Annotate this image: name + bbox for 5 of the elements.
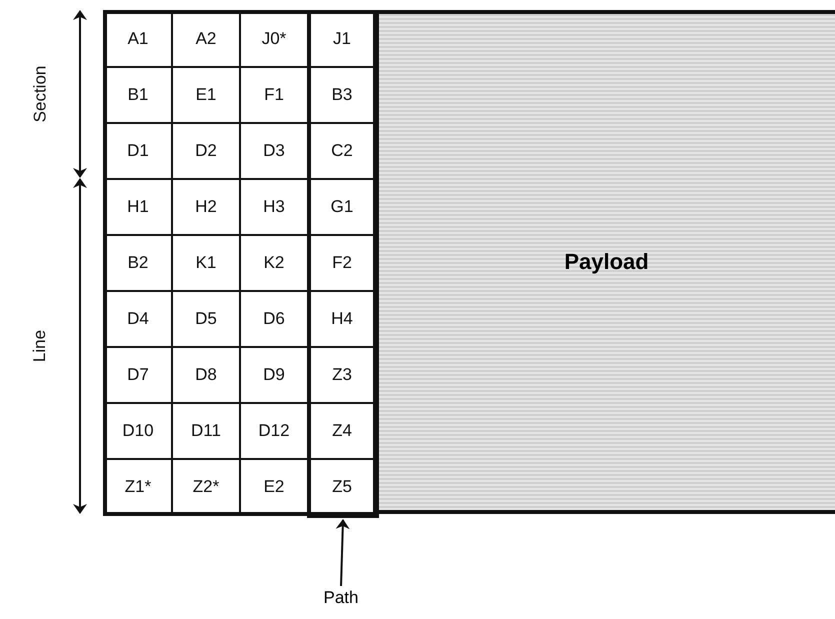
section-label: Line (30, 330, 50, 362)
payload-label: Payload (564, 249, 649, 275)
section-label: Section (30, 66, 50, 122)
leader-arrow (336, 519, 350, 586)
pointer-label: Path (324, 588, 358, 608)
